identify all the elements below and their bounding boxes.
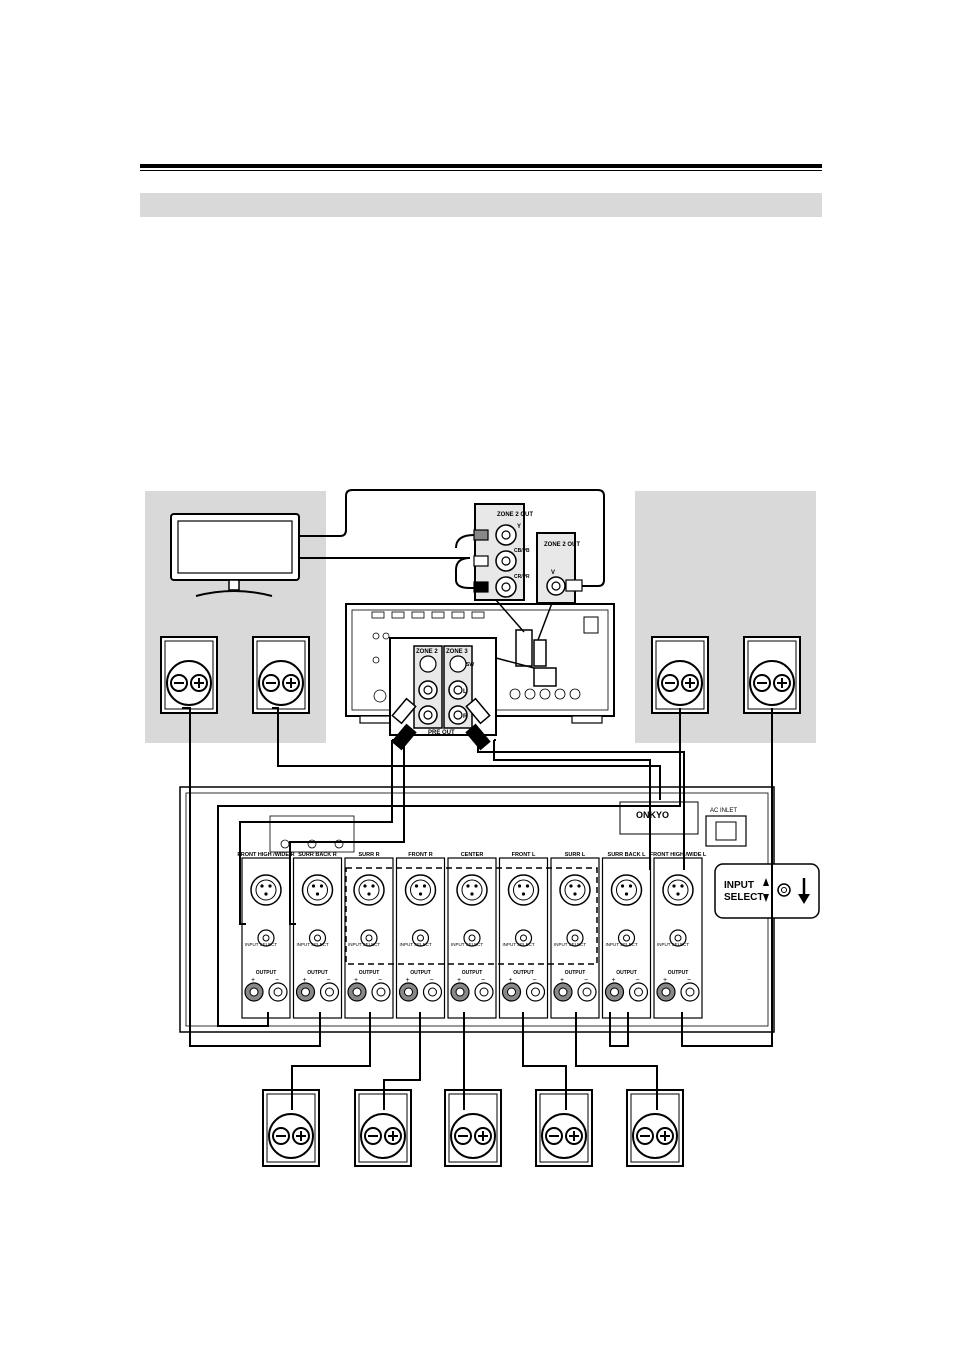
amp-plus-label: + bbox=[457, 977, 461, 984]
amp-output-label: OUTPUT bbox=[668, 970, 689, 976]
preout-zone3-label: ZONE 3 bbox=[446, 649, 468, 655]
amp-input-select-label: INPUT SELECT bbox=[348, 942, 380, 947]
header-rule-thick bbox=[140, 164, 822, 168]
amp-channel-name: SURR L bbox=[565, 852, 586, 858]
speaker-zone-right-2 bbox=[743, 636, 801, 714]
amp-channel-name: CENTER bbox=[461, 852, 484, 858]
amp-plus-label: + bbox=[251, 977, 255, 984]
bottom-speaker-cables bbox=[291, 1012, 658, 1110]
amp-output-label: OUTPUT bbox=[616, 970, 637, 976]
component-cb-label: CB/PB bbox=[514, 548, 530, 554]
amp-minus-label: − bbox=[481, 977, 485, 984]
video-cables bbox=[299, 489, 605, 589]
amp-plus-label: + bbox=[612, 977, 616, 984]
input-select-line2: SELECT bbox=[724, 892, 763, 903]
speaker-front-l bbox=[535, 1089, 593, 1167]
tv-icon bbox=[170, 513, 300, 597]
speaker-zone-right-1 bbox=[651, 636, 709, 714]
amp-plus-label: + bbox=[560, 977, 564, 984]
amp-plus-label: + bbox=[406, 977, 410, 984]
amp-minus-label: − bbox=[533, 977, 537, 984]
amp-output-label: OUTPUT bbox=[513, 970, 534, 976]
zone2-composite-out-callout: ZONE 2 OUT V bbox=[536, 532, 583, 641]
amp-channel-name: FRONT HIGH /WIDE R bbox=[237, 852, 294, 858]
amp-minus-label: − bbox=[378, 977, 382, 984]
preout-sw-label: SW bbox=[466, 662, 474, 668]
input-select-callout: INPUT SELECT bbox=[714, 863, 820, 919]
amp-plus-label: + bbox=[303, 977, 307, 984]
preout-r-label: R bbox=[463, 714, 468, 720]
amp-output-label: OUTPUT bbox=[307, 970, 328, 976]
speaker-zone-left-2 bbox=[252, 636, 310, 714]
header-rule-thin bbox=[140, 170, 822, 171]
component-y-label: Y bbox=[517, 524, 521, 530]
amp-input-select-label: INPUT SELECT bbox=[554, 942, 586, 947]
amp-channel-3: FRONT R OUTPUT INPUT SELECT + − bbox=[395, 852, 446, 1019]
speaker-zone-left-1 bbox=[160, 636, 218, 714]
composite-out-label: ZONE 2 OUT bbox=[544, 542, 580, 548]
amp-channel-7: SURR BACK L OUTPUT INPUT SELECT + − bbox=[601, 852, 652, 1019]
amp-input-select-label: INPUT SELECT bbox=[606, 942, 638, 947]
section-heading-bar bbox=[140, 193, 822, 217]
amp-channel-name: FRONT L bbox=[512, 852, 536, 858]
amp-input-select-label: INPUT SELECT bbox=[503, 942, 535, 947]
amp-minus-label: − bbox=[327, 977, 331, 984]
amp-brand: ONKYO bbox=[636, 810, 669, 820]
amp-plus-label: + bbox=[354, 977, 358, 984]
amp-minus-label: − bbox=[584, 977, 588, 984]
amp-output-label: OUTPUT bbox=[410, 970, 431, 976]
speaker-and-preout-cables bbox=[182, 707, 773, 1047]
component-cr-label: CR/PR bbox=[514, 574, 530, 580]
zone2-component-out-callout: ZONE 2 OUT Y CB/PB CR/PR bbox=[473, 503, 533, 633]
speaker-surr-l bbox=[626, 1089, 684, 1167]
amp-output-label: OUTPUT bbox=[462, 970, 483, 976]
amp-channel-5: FRONT L OUTPUT INPUT SELECT + − bbox=[498, 852, 549, 1019]
amp-channel-name: SURR BACK L bbox=[608, 852, 647, 858]
amp-channel-name: SURR R bbox=[358, 852, 379, 858]
amp-minus-label: − bbox=[430, 977, 434, 984]
amp-input-select-label: INPUT SELECT bbox=[400, 942, 432, 947]
preout-zone2-label: ZONE 2 bbox=[416, 649, 438, 655]
amp-output-label: OUTPUT bbox=[359, 970, 380, 976]
preout-title: PRE OUT bbox=[428, 730, 455, 736]
amp-output-label: OUTPUT bbox=[256, 970, 277, 976]
amp-minus-label: − bbox=[636, 977, 640, 984]
amp-input-select-label: INPUT SELECT bbox=[451, 942, 483, 947]
amp-channel-0: FRONT HIGH /WIDE R OUTPUT INPUT SELECT + − bbox=[237, 852, 295, 1019]
composite-v-label: V bbox=[551, 570, 555, 576]
amp-channel-name: SURR BACK R bbox=[298, 852, 337, 858]
amp-plus-label: + bbox=[663, 977, 667, 984]
amp-plus-label: + bbox=[509, 977, 513, 984]
amp-channel-8: FRONT HIGH /WIDE L OUTPUT INPUT SELECT + − bbox=[650, 852, 707, 1019]
amp-channel-name: FRONT HIGH /WIDE L bbox=[650, 852, 707, 858]
amp-minus-label: − bbox=[275, 977, 279, 984]
amp-channel-4: CENTER OUTPUT INPUT SELECT + − bbox=[447, 852, 497, 1019]
amp-channel-2: SURR R OUTPUT INPUT SELECT + − bbox=[344, 852, 394, 1019]
amp-input-select-label: INPUT SELECT bbox=[297, 942, 329, 947]
component-out-label-1: ZONE 2 OUT bbox=[497, 512, 533, 518]
rca-plugs-preout bbox=[391, 697, 491, 751]
amp-input-select-label: INPUT SELECT bbox=[657, 942, 689, 947]
speaker-center bbox=[444, 1089, 502, 1167]
amp-inlet-label: AC INLET bbox=[710, 808, 737, 814]
preout-l-label: L bbox=[463, 689, 467, 695]
amp-minus-label: − bbox=[687, 977, 691, 984]
amp-output-label: OUTPUT bbox=[565, 970, 586, 976]
amp-input-select-label: INPUT SELECT bbox=[245, 942, 277, 947]
dashed-channel-group bbox=[345, 867, 598, 965]
amp-channel-1: SURR BACK R OUTPUT INPUT SELECT + − bbox=[292, 852, 343, 1019]
amp-channel-name: FRONT R bbox=[408, 852, 432, 858]
amp-channel-6: SURR L OUTPUT INPUT SELECT + − bbox=[550, 852, 600, 1019]
input-select-line1: INPUT bbox=[724, 880, 754, 891]
